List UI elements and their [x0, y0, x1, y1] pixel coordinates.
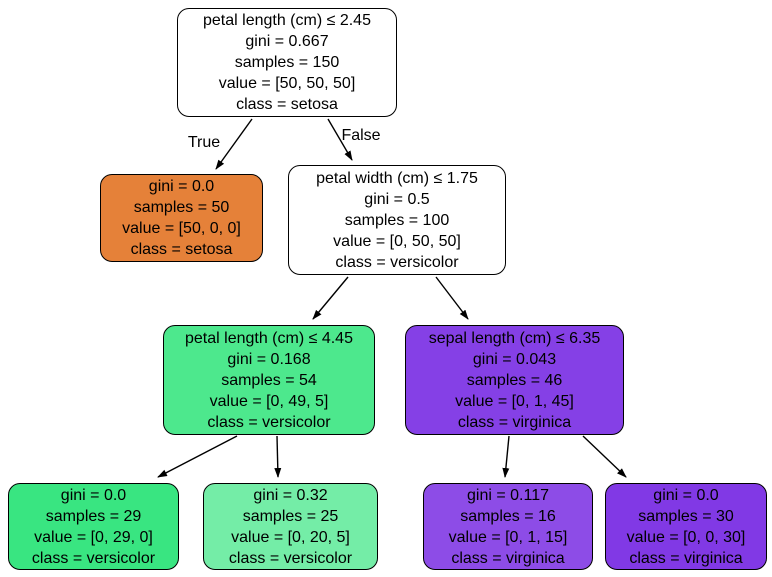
- node-samples: samples = 16: [460, 507, 556, 525]
- node-gini: gini = 0.168: [227, 350, 311, 368]
- edge-petalwidth-left: [312, 276, 349, 320]
- node-samples: samples = 100: [344, 211, 450, 229]
- node-samples: samples = 25: [242, 507, 339, 525]
- node-value: value = [0, 0, 30]: [626, 528, 746, 546]
- node-value: value = [0, 29, 0]: [34, 528, 153, 546]
- node-gini: gini = 0.043: [472, 350, 557, 368]
- node-class: class = versicolor: [335, 253, 459, 271]
- edge-purple-right: [582, 435, 627, 478]
- node-gini: gini = 0.667: [245, 33, 329, 50]
- node-class: class = virginica: [451, 549, 565, 567]
- tree-node-leaf-versicolor-25: gini = 0.32 samples = 25 value = [0, 20,…: [203, 483, 378, 570]
- node-samples: samples = 46: [466, 371, 563, 389]
- node-samples: samples = 150: [234, 54, 340, 71]
- node-samples: samples = 30: [638, 507, 734, 525]
- tree-node-leaf-virginica-30: gini = 0.0 samples = 30 value = [0, 0, 3…: [605, 483, 767, 570]
- node-condition: petal length (cm) ≤ 4.45: [185, 329, 353, 347]
- node-value: value = [0, 1, 15]: [448, 528, 568, 546]
- edge-green-right: [274, 435, 282, 478]
- edge-label-false: False: [341, 127, 380, 144]
- node-samples: samples = 54: [221, 371, 317, 389]
- node-gini: gini = 0.0: [60, 486, 127, 504]
- edge-purple-left: [502, 435, 510, 478]
- edge-root-false: [327, 118, 353, 161]
- node-class: class = versicolor: [31, 549, 156, 567]
- edge-label-true: True: [188, 134, 220, 151]
- node-class: class = setosa: [130, 241, 233, 258]
- node-value: value = [0, 1, 45]: [455, 392, 574, 410]
- node-value: value = [0, 50, 50]: [333, 232, 461, 250]
- node-class: class = versicolor: [207, 413, 331, 431]
- node-condition: sepal length (cm) ≤ 6.35: [428, 329, 601, 347]
- edge-root-true: [215, 118, 253, 170]
- node-condition: petal width (cm) ≤ 1.75: [316, 169, 478, 187]
- node-gini: gini = 0.0: [653, 486, 719, 504]
- tree-node-root: petal length (cm) ≤ 2.45 gini = 0.667 sa…: [177, 8, 397, 117]
- tree-node-sepal-length: sepal length (cm) ≤ 6.35 gini = 0.043 sa…: [405, 325, 624, 435]
- node-gini: gini = 0.32: [253, 486, 328, 504]
- node-value: value = [0, 20, 5]: [231, 528, 350, 546]
- node-condition: petal length (cm) ≤ 2.45: [203, 12, 371, 29]
- node-class: class = setosa: [236, 96, 338, 113]
- node-class: class = virginica: [457, 413, 572, 431]
- node-value: value = [50, 50, 50]: [218, 75, 356, 92]
- node-class: class = virginica: [629, 549, 743, 567]
- node-value: value = [50, 0, 0]: [122, 220, 241, 237]
- tree-node-leaf-setosa: gini = 0.0 samples = 50 value = [50, 0, …: [100, 174, 263, 262]
- node-samples: samples = 50: [133, 199, 230, 216]
- edge-green-left: [157, 435, 238, 478]
- tree-node-petal-width: petal width (cm) ≤ 1.75 gini = 0.5 sampl…: [288, 165, 506, 275]
- node-class: class = versicolor: [228, 549, 353, 567]
- node-gini: gini = 0.0: [148, 178, 215, 195]
- tree-node-leaf-versicolor-29: gini = 0.0 samples = 29 value = [0, 29, …: [8, 483, 179, 570]
- tree-node-leaf-virginica-16: gini = 0.117 samples = 16 value = [0, 1,…: [423, 483, 593, 570]
- node-gini: gini = 0.5: [364, 190, 430, 208]
- tree-node-petal-length-4-45: petal length (cm) ≤ 4.45 gini = 0.168 sa…: [163, 325, 375, 435]
- edge-petalwidth-right: [435, 276, 469, 320]
- node-samples: samples = 29: [45, 507, 142, 525]
- node-gini: gini = 0.117: [467, 486, 549, 504]
- node-value: value = [0, 49, 5]: [209, 392, 329, 410]
